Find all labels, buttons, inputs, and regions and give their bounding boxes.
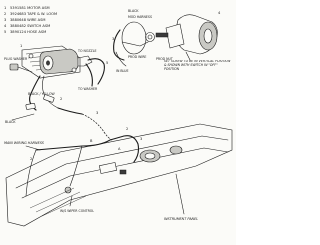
diagram-canvas: 1 5391581 MOTOR ASM 2 3924683 TAPE & W. … — [4, 6, 233, 227]
hose-to-nozzle — [87, 58, 105, 85]
black-lead-arrow — [11, 113, 35, 121]
label-to-washer: TO WASHER — [77, 87, 98, 91]
label-prod-nut: PROD NUT — [156, 57, 173, 61]
washer-motor-assembly: PLUG WASHER TO NOZZLE TO WASHER BLACK / … — [4, 44, 108, 124]
parts-list: 1 5391581 MOTOR ASM 2 3924683 TAPE & W. … — [4, 6, 57, 34]
parts-list-text-1: 5391581 MOTOR ASM — [10, 6, 50, 10]
connector-black — [25, 103, 36, 110]
parts-list-text-3: 3880648 WIRE ASM — [10, 18, 46, 22]
panel-mid-edge — [21, 147, 229, 199]
label-main-wiring-harness: MAIN WIRING HARNESS — [4, 141, 45, 145]
callout-view-a: A — [118, 147, 121, 151]
label-in-blue: IN BLUE — [116, 69, 129, 73]
motor-bracket — [77, 55, 93, 67]
parts-list-num-5: 5 — [4, 30, 6, 34]
callout-wire-top: 3 — [112, 37, 114, 41]
callout-motor: 1 — [20, 44, 22, 48]
label-wiper-control: W/S WIPER CONTROL — [60, 209, 94, 213]
panel-hatching — [29, 187, 87, 217]
callout-wire-mid: 3 — [96, 111, 98, 115]
label-to-nozzle: TO NOZZLE — [77, 49, 97, 53]
parts-list-text-2: 3924683 TAPE & W. LOOM — [10, 12, 57, 16]
label-mod-harness: MOD HARNESS — [128, 15, 152, 19]
instrument-panel-leader — [175, 173, 185, 215]
mod-harness-ring — [121, 21, 147, 55]
switch-detail: BLACK MOD HARNESS PROD WIRE IN BLUE PROD… — [112, 9, 231, 73]
connector-black-yellow — [43, 94, 55, 103]
parts-list-text-4: 3880482 SWITCH ASM — [10, 24, 50, 28]
panel-wiper-switch — [64, 186, 72, 194]
callout-loom: 2 — [60, 97, 62, 101]
callout-panel-left: 2 — [30, 157, 32, 161]
callout-view-b: B — [90, 139, 93, 143]
switch-shaft — [155, 32, 169, 38]
panel-gauge-opening — [169, 145, 183, 155]
callout-hose: 5 — [106, 61, 108, 65]
plug-lead — [17, 66, 33, 73]
harness-link — [57, 107, 83, 115]
wiper-control-lead — [69, 145, 83, 187]
callout-switch: 4 — [218, 11, 221, 15]
left-harness-lead — [25, 149, 37, 197]
switch-bezel — [165, 23, 185, 49]
instrument-panel-assembly: MAIN WIRING HARNESS W/S WIPER CONTROL IN… — [4, 123, 233, 227]
main-harness-leader — [25, 145, 41, 151]
wiper-control-leader — [69, 195, 73, 207]
label-instrument-panel: INSTRUMENT PANEL — [164, 217, 198, 221]
harness-connection-dashed — [81, 113, 113, 141]
parts-list-num-1: 1 — [4, 6, 6, 10]
set-screw-note-text: SET SCREW TO BE IN VERTICAL POSITION & S… — [164, 60, 231, 71]
switch-knob-center — [203, 28, 213, 44]
label-plug-washer: PLUG WASHER — [4, 57, 28, 61]
parts-list-num-2: 2 — [4, 12, 6, 16]
parts-list-num-3: 3 — [4, 18, 6, 22]
panel-outline — [5, 123, 233, 227]
harness-drop — [123, 135, 140, 163]
label-black-yellow: BLACK / YELLOW — [28, 92, 55, 96]
blue-wire — [115, 51, 127, 67]
motor-shaft — [46, 60, 50, 66]
callout-panel-top: 2 — [126, 127, 128, 131]
callout-panel-mid: 3 — [140, 137, 142, 141]
mount-bolt-2 — [71, 67, 77, 73]
washer-plug — [9, 63, 19, 71]
panel-radio-opening — [98, 162, 118, 174]
parts-list-text-5: 3890124 HOSE ASM — [10, 30, 46, 34]
mount-bolt-1 — [28, 53, 34, 59]
prod-wire — [121, 41, 149, 47]
hose-to-washer — [85, 63, 93, 87]
panel-speedo-center — [144, 152, 156, 160]
panel-top-edge — [15, 135, 229, 189]
label-black: BLACK — [5, 120, 16, 124]
black-wire — [113, 29, 125, 61]
set-screw-note: SET SCREW TO BE IN VERTICAL POSITION & S… — [164, 60, 231, 71]
label-prod-wire: PROD WIRE — [128, 55, 146, 59]
parts-list-num-4: 4 — [4, 24, 7, 28]
wiper-wiring-diagram: 1 5391581 MOTOR ASM 2 3924683 TAPE & W. … — [4, 6, 233, 227]
note-leader — [185, 51, 191, 61]
prod-nut-hole — [147, 34, 153, 40]
label-black-top: BLACK — [128, 9, 139, 13]
panel-control-knob — [119, 169, 127, 175]
